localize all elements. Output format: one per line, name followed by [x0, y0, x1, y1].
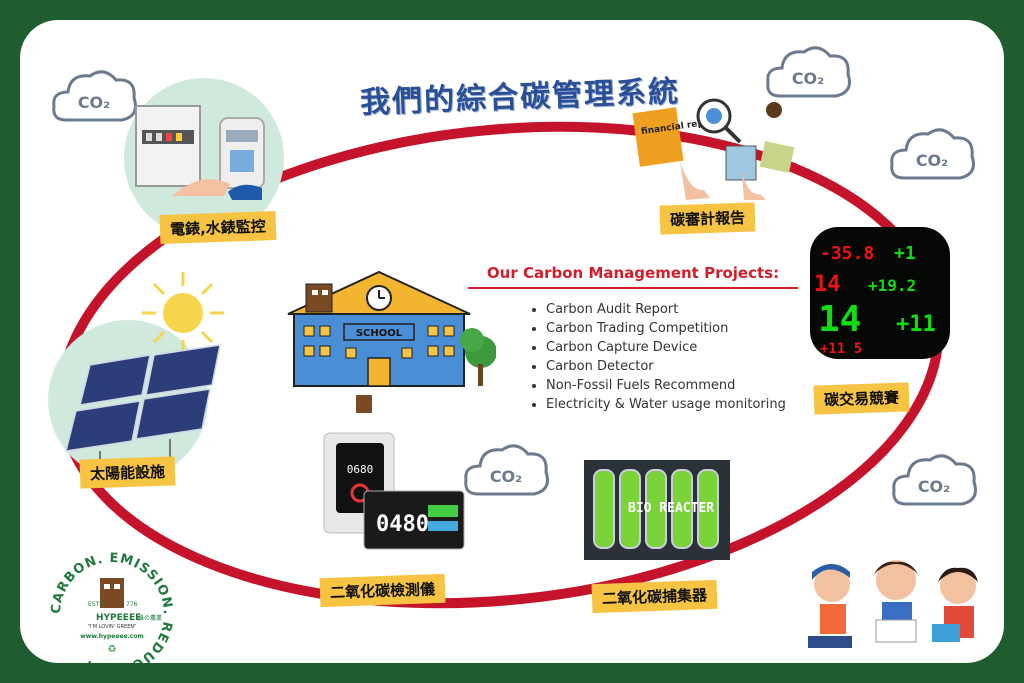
svg-text:+11: +11 [896, 312, 936, 337]
label-meters: 電錶,水錶監控 [159, 210, 277, 245]
svg-text:14: 14 [818, 299, 861, 340]
project-item: Electricity & Water usage monitoring [546, 395, 786, 414]
electric-meter-icon [135, 105, 265, 200]
project-item: Non-Fossil Fuels Recommend [546, 376, 786, 395]
logo-brand-cn: 綠の農業 [138, 614, 162, 622]
logo-brand: HYPEEEE [96, 613, 141, 623]
svg-text:14: 14 [814, 272, 841, 297]
brand-logo: CARBON. EMISSION. REDUCTION. ESTD 776 HY… [49, 551, 174, 663]
co2-cloud-icon: CO₂ [464, 444, 549, 496]
detector-reading-2: 0480 [376, 512, 429, 537]
svg-text:-35.8: -35.8 [820, 243, 874, 264]
sun-icon [142, 272, 224, 354]
label-solar: 太陽能設施 [79, 456, 176, 489]
co2-cloud-icon: CO₂ [766, 46, 851, 98]
svg-text:+19.2: +19.2 [868, 276, 916, 295]
svg-text:+11 5: +11 5 [820, 341, 862, 357]
logo-year: 776 [126, 601, 138, 608]
trading-board-icon: -35.8 +1 14 +19.2 14 +11 +11 5 [810, 227, 950, 359]
audit-report-icon: financial reports [632, 98, 795, 200]
poster-frame: 我們的綜合碳管理系統 CO₂ CO₂ CO₂ CO₂ CO₂ 電錶,水錶監控 f… [20, 20, 1004, 663]
label-detector: 二氧化碳檢測儀 [319, 573, 446, 608]
projects-heading: Our Carbon Management Projects: [486, 264, 780, 282]
project-item: Carbon Capture Device [546, 338, 786, 357]
kids-illustration [808, 560, 978, 648]
co2-cloud-icon: CO₂ [890, 128, 975, 180]
bio-reacter-text: BIO REACTER [628, 501, 715, 516]
school-sign-text: SCHOOL [356, 328, 403, 339]
projects-underline [468, 287, 798, 289]
logo-url: www.hypeeee.com [80, 633, 144, 640]
logo-tagline: "I'M LOVIN' GREEN" [88, 624, 137, 630]
co2-label: CO₂ [78, 93, 110, 112]
projects-list: Carbon Audit Report Carbon Trading Compe… [528, 300, 786, 414]
project-item: Carbon Detector [546, 357, 786, 376]
school-icon: SCHOOL [287, 270, 496, 387]
logo-estd: ESTD [88, 601, 104, 608]
co2-label: CO₂ [918, 477, 950, 496]
co2-detector-icon: 0680 0480 [323, 395, 465, 550]
co2-label: CO₂ [916, 151, 948, 170]
label-capture: 二氧化碳捕集器 [591, 579, 718, 614]
co2-label: CO₂ [792, 69, 824, 88]
bio-reacter-icon [584, 460, 730, 560]
co2-cloud-icon: CO₂ [52, 70, 137, 122]
recycle-icon: ♻ [108, 644, 117, 655]
co2-cloud-icon: CO₂ [892, 454, 977, 506]
label-audit: 碳審計報告 [659, 202, 756, 235]
svg-text:+1: +1 [894, 243, 916, 264]
project-item: Carbon Audit Report [546, 300, 786, 319]
solar-panels-icon [64, 344, 221, 461]
co2-label: CO₂ [490, 467, 522, 486]
project-item: Carbon Trading Competition [546, 319, 786, 338]
label-trading: 碳交易競賽 [813, 382, 910, 415]
detector-reading: 0680 [347, 463, 374, 476]
